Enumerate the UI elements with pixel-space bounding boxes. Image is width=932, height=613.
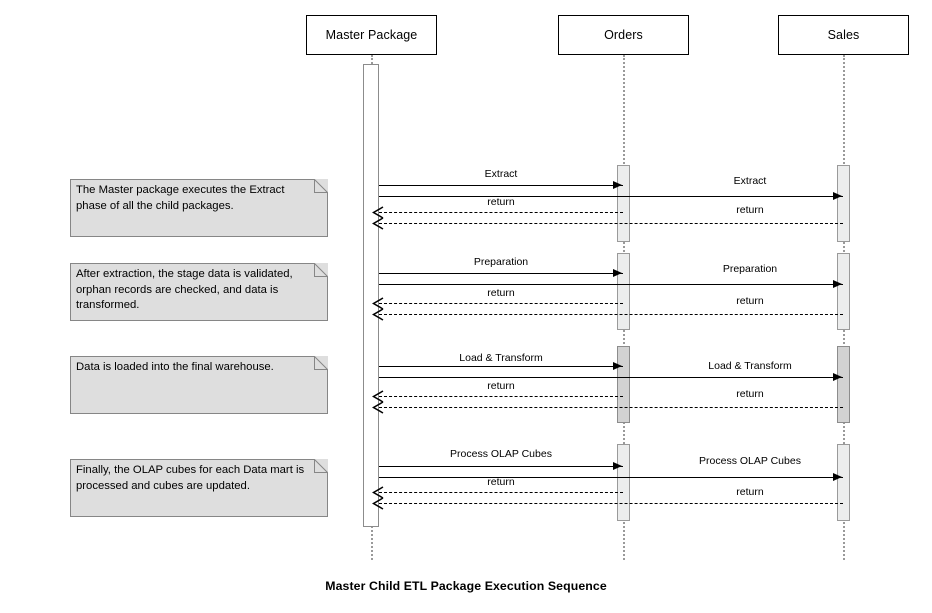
message-line-master-orders-olap[interactable] xyxy=(379,466,623,467)
note-preparation-shape xyxy=(70,263,328,321)
activation-sales-preparation[interactable] xyxy=(837,253,850,330)
message-label-sales-master-return-olap: return xyxy=(736,486,764,498)
note-preparation-text: After extraction, the stage data is vali… xyxy=(76,268,293,311)
arrowhead-master-orders-preparation xyxy=(613,268,622,277)
message-label-master-orders-olap: Process OLAP Cubes xyxy=(450,448,552,460)
message-label-master-orders-extract: Extract xyxy=(484,168,518,180)
message-line-orders-sales-olap[interactable] xyxy=(379,477,843,478)
message-label-sales-master-return-load: return xyxy=(736,388,764,400)
arrowhead-sales-master-return-olap xyxy=(372,496,384,510)
arrowhead-orders-master-return-olap xyxy=(372,485,384,499)
message-line-sales-master-return-olap[interactable] xyxy=(379,503,843,504)
message-label-orders-master-return-olap: return xyxy=(487,476,515,488)
activation-orders-olap[interactable] xyxy=(617,444,630,521)
activation-sales-olap[interactable] xyxy=(837,444,850,521)
message-line-master-orders-extract[interactable] xyxy=(379,185,623,186)
activation-sales-extract[interactable] xyxy=(837,165,850,242)
note-extract[interactable]: The Master package executes the Extract … xyxy=(70,179,328,237)
activation-orders-load[interactable] xyxy=(617,346,630,423)
note-extract-text: The Master package executes the Extract … xyxy=(76,184,285,212)
lifeline-header-orders[interactable]: Orders xyxy=(558,15,689,55)
message-line-sales-master-return-load[interactable] xyxy=(379,407,843,408)
arrowhead-orders-master-return-extract xyxy=(372,205,384,219)
lifeline-label-orders: Orders xyxy=(604,27,643,42)
lifeline-label-sales: Sales xyxy=(827,27,860,42)
note-olap[interactable]: Finally, the OLAP cubes for each Data ma… xyxy=(70,459,328,517)
arrowhead-orders-sales-olap xyxy=(833,472,842,481)
activation-orders-preparation[interactable] xyxy=(617,253,630,330)
diagram-caption: Master Child ETL Package Execution Seque… xyxy=(325,579,607,593)
message-label-orders-sales-extract: Extract xyxy=(733,175,767,187)
arrowhead-sales-master-return-extract xyxy=(372,216,384,230)
message-line-master-orders-load[interactable] xyxy=(379,366,623,367)
note-load-text: Data is loaded into the final warehouse. xyxy=(76,361,274,373)
message-line-sales-master-return-extract[interactable] xyxy=(379,223,843,224)
message-line-sales-master-return-preparation[interactable] xyxy=(379,314,843,315)
arrowhead-sales-master-return-load xyxy=(372,400,384,414)
note-olap-shape xyxy=(70,459,328,517)
message-line-orders-sales-load[interactable] xyxy=(379,377,843,378)
message-label-orders-sales-preparation: Preparation xyxy=(722,263,778,275)
arrowhead-master-orders-extract xyxy=(613,180,622,189)
message-line-orders-master-return-olap[interactable] xyxy=(379,492,623,493)
message-label-sales-master-return-extract: return xyxy=(736,204,764,216)
activation-sales-load[interactable] xyxy=(837,346,850,423)
note-load-shape xyxy=(70,356,328,414)
message-line-orders-sales-extract[interactable] xyxy=(379,196,843,197)
arrowhead-orders-master-return-preparation xyxy=(372,296,384,310)
note-olap-text: Finally, the OLAP cubes for each Data ma… xyxy=(76,464,305,492)
message-label-orders-master-return-preparation: return xyxy=(487,287,515,299)
arrowhead-orders-sales-load xyxy=(833,372,842,381)
message-line-orders-master-return-load[interactable] xyxy=(379,396,623,397)
arrowhead-orders-sales-extract xyxy=(833,191,842,200)
arrowhead-orders-master-return-load xyxy=(372,389,384,403)
message-label-master-orders-preparation: Preparation xyxy=(473,256,529,268)
message-line-master-orders-preparation[interactable] xyxy=(379,273,623,274)
message-label-orders-master-return-load: return xyxy=(487,380,515,392)
message-label-master-orders-load: Load & Transform xyxy=(459,352,543,364)
message-label-sales-master-return-preparation: return xyxy=(736,295,764,307)
lifeline-header-sales[interactable]: Sales xyxy=(778,15,909,55)
arrowhead-orders-sales-preparation xyxy=(833,279,842,288)
message-label-orders-sales-olap: Process OLAP Cubes xyxy=(699,455,801,467)
lifeline-header-master[interactable]: Master Package xyxy=(306,15,437,55)
arrowhead-master-orders-load xyxy=(613,361,622,370)
activation-master-root[interactable] xyxy=(363,64,379,527)
activation-orders-extract[interactable] xyxy=(617,165,630,242)
message-label-orders-sales-load: Load & Transform xyxy=(708,360,792,372)
message-label-orders-master-return-extract: return xyxy=(487,196,515,208)
message-line-orders-master-return-extract[interactable] xyxy=(379,212,623,213)
note-extract-shape xyxy=(70,179,328,237)
arrowhead-sales-master-return-preparation xyxy=(372,307,384,321)
note-load[interactable]: Data is loaded into the final warehouse. xyxy=(70,356,328,414)
note-preparation[interactable]: After extraction, the stage data is vali… xyxy=(70,263,328,321)
arrowhead-master-orders-olap xyxy=(613,461,622,470)
message-line-orders-sales-preparation[interactable] xyxy=(379,284,843,285)
message-line-orders-master-return-preparation[interactable] xyxy=(379,303,623,304)
lifeline-label-master: Master Package xyxy=(325,27,418,42)
